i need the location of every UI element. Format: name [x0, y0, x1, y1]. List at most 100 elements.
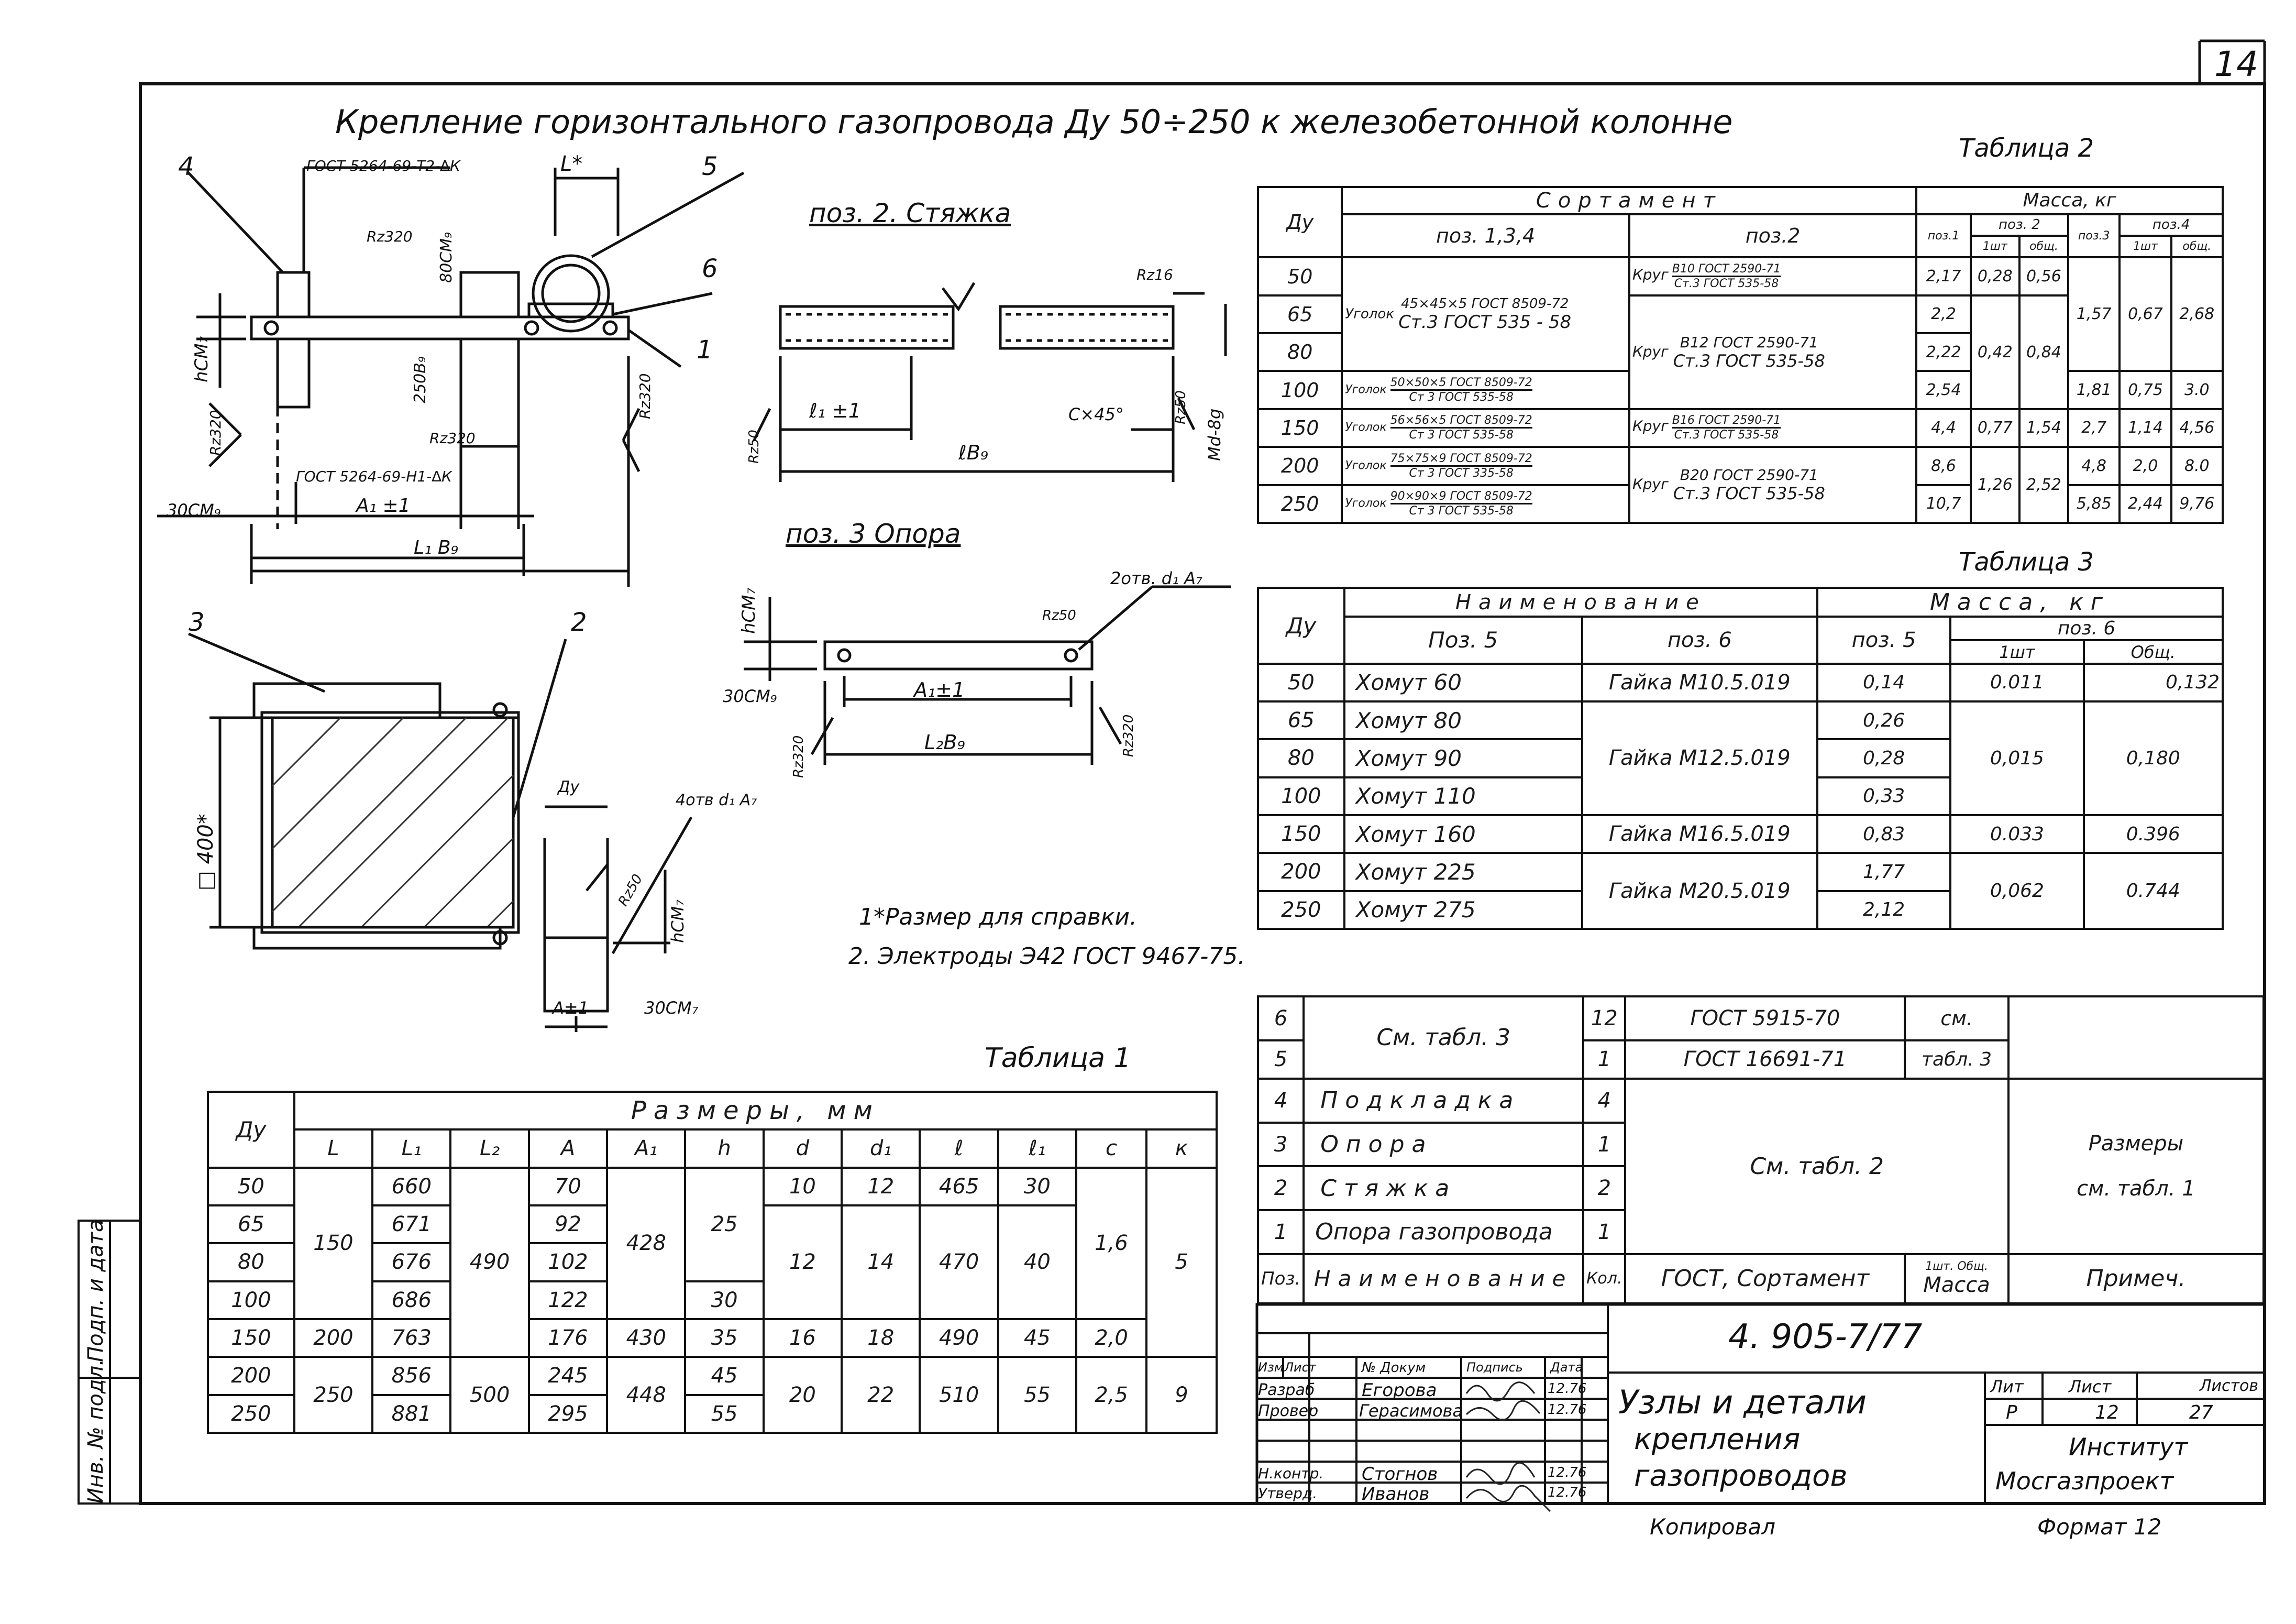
t2-p1: 2,54: [1915, 370, 1972, 410]
t1-L2: 490: [449, 1166, 530, 1358]
callout-4: 4: [178, 152, 194, 181]
t1-c: 1,6: [1075, 1166, 1147, 1320]
t3-dy: 100: [1257, 776, 1345, 816]
rz16-label: Rz16: [1136, 266, 1173, 283]
note-1: 1*Размер для справки.: [859, 904, 1138, 930]
t1-A: 102: [527, 1242, 609, 1282]
tb-h-list: Лист: [1284, 1360, 1316, 1375]
t1-h: 30: [684, 1280, 765, 1320]
t3-m5: 0,33: [1816, 776, 1952, 816]
t3-m6-obsh: 0,132: [2082, 662, 2224, 703]
t1-col-c: c: [1075, 1128, 1147, 1169]
t2-h-p4-1sht: 1шт: [2118, 235, 2172, 259]
t2-h-p1: поз.1: [1915, 213, 1972, 259]
t1-h-dy: Ду: [207, 1091, 295, 1169]
t2-h-dy: Ду: [1256, 185, 1343, 259]
doc-number: 4. 905-7/77: [1728, 1318, 1923, 1356]
t1-d: 10: [762, 1166, 843, 1206]
callout-3: 3: [189, 608, 205, 637]
t2-dy: 50: [1256, 256, 1343, 297]
t3-gaika: Гайка М10.5.019: [1581, 662, 1818, 703]
dy-label: Ду: [558, 778, 580, 796]
t1-dy: 80: [207, 1242, 295, 1282]
t2-ugolok-200: Уголок 75×75×9 ГОСТ 8509-72 Ст 3 ГОСТ 33…: [1341, 446, 1630, 486]
spec-name: Стяжка: [1302, 1165, 1585, 1212]
t2-p2-obsh: 1,54: [2018, 408, 2070, 448]
stjazhka-view: [753, 282, 1227, 482]
tb-razrab: Разраб: [1258, 1381, 1315, 1399]
t3-m5: 0,14: [1816, 662, 1952, 703]
t1-A: 122: [527, 1280, 609, 1320]
t2-p1: 8,6: [1915, 446, 1972, 486]
l-star-label: L*: [560, 152, 583, 176]
t1-A: 70: [527, 1166, 609, 1206]
t1-col-A1: A₁: [606, 1128, 687, 1169]
rz320-label-b: Rz320: [429, 430, 476, 447]
t1-L: 200: [293, 1318, 374, 1358]
t2-ugolok-150: Уголок 56×56×5 ГОСТ 8509-72 Ст 3 ГОСТ 53…: [1341, 408, 1630, 448]
t1-col-d: d: [762, 1128, 843, 1169]
tb-sheet: 12: [2095, 1402, 2119, 1423]
spec-h-name: Наименование: [1302, 1253, 1585, 1305]
spec-kol: 1: [1582, 1209, 1627, 1255]
cm30-label-b: 30СМ₉: [723, 686, 777, 706]
t2-p4-1sht: 2,44: [2118, 484, 2172, 524]
t3-h-pos5m: поз. 5: [1816, 616, 1952, 665]
cm30-label-c: 30СМ₇: [644, 998, 699, 1018]
weld-label-bottom: ГОСТ 5264-69-Н1-∆К: [296, 468, 452, 485]
t1-col-L1: L₁: [371, 1128, 452, 1169]
t2-dy: 100: [1256, 370, 1343, 410]
t3-m5: 1,77: [1816, 852, 1952, 892]
stjazhka-title: поз. 2. Стяжка: [809, 198, 1011, 228]
t2-krug-50: Круг В10 ГОСТ 2590-71 Ст.3 ГОСТ 535-58: [1628, 256, 1918, 297]
two-holes-label: 2отв. d₁ A₇: [1110, 568, 1202, 588]
rz50-label-c: Rz50: [1042, 608, 1076, 623]
t3-dy: 65: [1257, 700, 1345, 741]
table-3: Ду Наименование Масса, кг Поз. 5 поз. 6 …: [1257, 586, 2224, 930]
tb-sheets: 27: [2189, 1402, 2213, 1423]
tb-h-podp: Подпись: [1466, 1360, 1523, 1375]
spec-gost-merged: См. табл. 2: [1624, 1077, 2010, 1255]
t3-h-naim: Наименование: [1343, 586, 1818, 618]
t2-dy: 200: [1256, 446, 1343, 486]
tb-prover-date: 12.76: [1548, 1402, 1587, 1418]
t1-h: 45: [684, 1356, 765, 1396]
t2-h-p4-obsh: общ.: [2170, 235, 2224, 259]
t1-k: 5: [1145, 1166, 1218, 1358]
t2-p2-1sht: 1,26: [1969, 446, 2021, 524]
t1-col-l1: ℓ₁: [997, 1128, 1078, 1169]
t1-dy: 200: [207, 1356, 295, 1396]
t1-h: 55: [684, 1393, 765, 1434]
t1-dy: 100: [207, 1280, 295, 1320]
t2-p4-obsh: 2,68: [2170, 256, 2224, 372]
t3-m5: 0,83: [1816, 814, 1952, 854]
t3-h-pos5: Поз. 5: [1343, 616, 1583, 665]
tb-prover: Провер: [1258, 1402, 1319, 1420]
l2b9-label: L₂В₉: [924, 731, 965, 754]
tb-name-1: Узлы и детали: [1618, 1383, 1867, 1421]
t1-dy: 65: [207, 1204, 295, 1245]
t1-col-k: к: [1145, 1128, 1218, 1169]
note-2: 2. Электроды Э42 ГОСТ 9467-75.: [848, 943, 1245, 970]
sheet-number: 14: [2214, 44, 2258, 84]
t3-gaika: Гайка М12.5.019: [1581, 700, 1818, 816]
t1-A1: 448: [606, 1356, 687, 1434]
t3-m5: 2,12: [1816, 890, 1952, 930]
spec-poz: 1: [1256, 1209, 1305, 1255]
t1-d1: 14: [841, 1204, 921, 1320]
t1-l1: 40: [997, 1204, 1078, 1320]
weld-label-top: ГОСТ 5264-69-Т2-∆К: [306, 157, 460, 174]
t1-l: 470: [919, 1204, 999, 1320]
t2-p2-obsh: 2,52: [2018, 446, 2070, 524]
t1-L: 150: [293, 1166, 374, 1320]
t2-ugolok-100: Уголок 50×50×5 ГОСТ 8509-72 Ст 3 ГОСТ 53…: [1341, 370, 1630, 410]
t3-m6-obsh: 0.396: [2082, 814, 2224, 854]
t1-c: 2,5: [1075, 1356, 1147, 1434]
four-holes-label: 4отв d₁ A₇: [676, 791, 757, 809]
t1-L1: 676: [371, 1242, 452, 1282]
drawing-title: Крепление горизонтального газопровода Ду…: [335, 103, 1733, 141]
tb-lit: Р: [2006, 1402, 2017, 1423]
